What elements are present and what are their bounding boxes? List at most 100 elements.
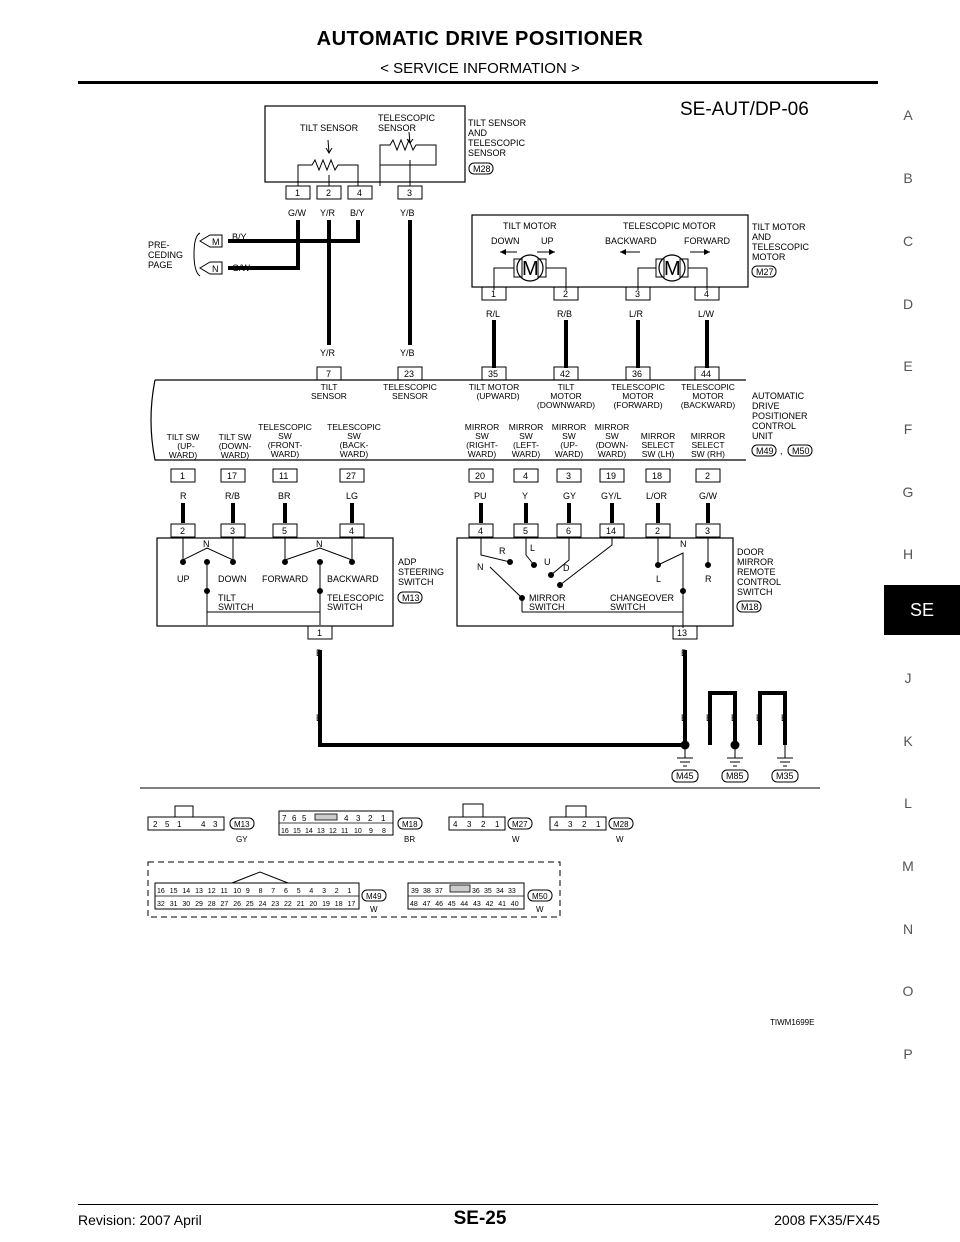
mir-n: N (477, 562, 484, 572)
side-index-d[interactable]: D (902, 296, 914, 312)
unit-pin-36: 36 (632, 369, 642, 379)
m50-r2-0: 48 (410, 901, 418, 908)
side-index-k[interactable]: K (903, 733, 913, 749)
side-index-f[interactable]: F (903, 421, 913, 437)
m49-r2-0: 32 (157, 901, 165, 908)
m18-r2-6: 10 (354, 828, 362, 835)
mir-co-2: SWITCH (610, 602, 646, 612)
footer-model: 2008 FX35/FX45 (774, 1212, 880, 1228)
lbl-b3-1: SW (347, 431, 361, 441)
adp-tilt-2: SWITCH (218, 602, 254, 612)
lbl-tele-fwd-1: TELESCOPIC (611, 382, 665, 392)
m28-c-id: M28 (613, 820, 629, 829)
mir-name-1: DOOR (737, 547, 765, 557)
m13-c-5: 5 (165, 820, 170, 829)
lbl-b0-2: WARD) (169, 450, 198, 460)
side-index-p[interactable]: P (903, 1046, 913, 1062)
unit-pin-35: 35 (488, 369, 498, 379)
unit-wire-yb: Y/B (400, 348, 415, 358)
lbl-b0-1: (UP- (177, 441, 195, 451)
lbl-b7-0: MIRROR (595, 422, 629, 432)
m50-r2-8: 40 (511, 901, 519, 908)
unit-bottom-wires: R R/B BR LG PU Y GY GY/L L/OR G/W (180, 491, 718, 501)
m18-r1-6: 1 (381, 814, 386, 823)
side-index-b[interactable]: B (903, 170, 913, 186)
tele-sensor-label-1: TELESCOPIC (378, 113, 436, 123)
m50-r2-7: 41 (498, 901, 506, 908)
m18-r1-3: 4 (344, 814, 349, 823)
ub-wire-y: Y (522, 491, 528, 501)
tele-motor-icon (658, 254, 686, 282)
side-index-g[interactable]: G (902, 484, 914, 500)
unit-pin-23: 23 (404, 369, 414, 379)
tilt-motor-label: TILT MOTOR (503, 221, 557, 231)
m50-c-color: W (536, 905, 544, 914)
adp-forward: FORWARD (262, 574, 308, 584)
sensor-name-1: TILT SENSOR (468, 118, 527, 128)
lbl-b5-1: SW (519, 431, 533, 441)
adp-pin-4: 4 (349, 526, 354, 536)
lbl-b6-3: WARD) (555, 449, 584, 459)
m49-r2-10: 22 (284, 901, 292, 908)
gnd-wire-3: B (706, 713, 712, 723)
connector-m28: 4 3 2 1 M28 W (549, 805, 634, 844)
m50-r2-4: 44 (460, 901, 468, 908)
mir-d: D (563, 563, 570, 573)
adp-n-1: N (203, 539, 210, 549)
lbl-tilt-down-2: MOTOR (550, 391, 581, 401)
dir-up: UP (541, 236, 554, 246)
ub-pin-11: 11 (279, 471, 288, 481)
side-index-n[interactable]: N (902, 921, 914, 937)
preceding-page-links: PRE- CEDING PAGE M N B/Y G/W (148, 232, 251, 277)
preceding-label-3: PAGE (148, 260, 172, 270)
unit-bottom-labels: TILT SW (UP- WARD) TILT SW (DOWN- WARD) … (167, 422, 726, 460)
side-index-c[interactable]: C (902, 233, 914, 249)
link-m-label: M (212, 237, 220, 247)
side-index-e[interactable]: E (903, 358, 913, 374)
adp-n-2: N (316, 539, 323, 549)
m49-r1-4: 12 (208, 888, 216, 895)
m28-c-4: 4 (554, 820, 559, 829)
motor-wire-lw: L/W (698, 309, 715, 319)
tele-motor-label: TELESCOPIC MOTOR (623, 221, 716, 231)
ub-wire-gw: G/W (699, 491, 718, 501)
mir-pin-2: 2 (655, 526, 660, 536)
m13-connector-tag: M13 (402, 593, 420, 603)
m49-r2-15: 17 (348, 901, 356, 908)
sensor-pin-2: 2 (326, 188, 331, 198)
m49-r2-6: 26 (233, 901, 241, 908)
gnd-wire-6: B (781, 713, 787, 723)
m49-r1-0: 16 (157, 888, 165, 895)
m27-c-4: 4 (453, 820, 458, 829)
side-index-j[interactable]: J (904, 670, 912, 686)
m49-c-color: W (370, 905, 378, 914)
side-index-o[interactable]: O (902, 983, 914, 999)
lbl-tele-back-2: MOTOR (692, 391, 723, 401)
m50-r1-4: 35 (484, 888, 492, 895)
side-index-a[interactable]: A (903, 107, 913, 123)
m27-c-color: W (512, 835, 520, 844)
m49-r2-4: 28 (208, 901, 216, 908)
side-index-se-active[interactable]: SE (884, 585, 960, 635)
side-index-h[interactable]: H (902, 546, 914, 562)
m18-r2-8: 8 (382, 828, 386, 835)
ground-icon-m35 (777, 745, 793, 767)
side-index-l[interactable]: L (904, 795, 912, 811)
ub-wire-r: R (180, 491, 187, 501)
side-index-m[interactable]: M (902, 858, 914, 874)
m49-m50-group (147, 861, 561, 918)
m49-r2-3: 29 (195, 901, 203, 908)
lbl-tilt-sensor-2: SENSOR (311, 391, 347, 401)
tele-sensor-label-2: SENSOR (378, 123, 417, 133)
lbl-b2-3: WARD) (271, 449, 300, 459)
link-m-wire: B/Y (232, 232, 247, 242)
lbl-b3-3: WARD) (340, 449, 369, 459)
unit-wire-yr: Y/R (320, 348, 336, 358)
adp-down: DOWN (218, 574, 247, 584)
m18-r2-3: 13 (317, 828, 325, 835)
motor-name-4: MOTOR (752, 252, 786, 262)
gnd-wire-4: B (731, 713, 737, 723)
m27-c-2: 2 (481, 820, 486, 829)
